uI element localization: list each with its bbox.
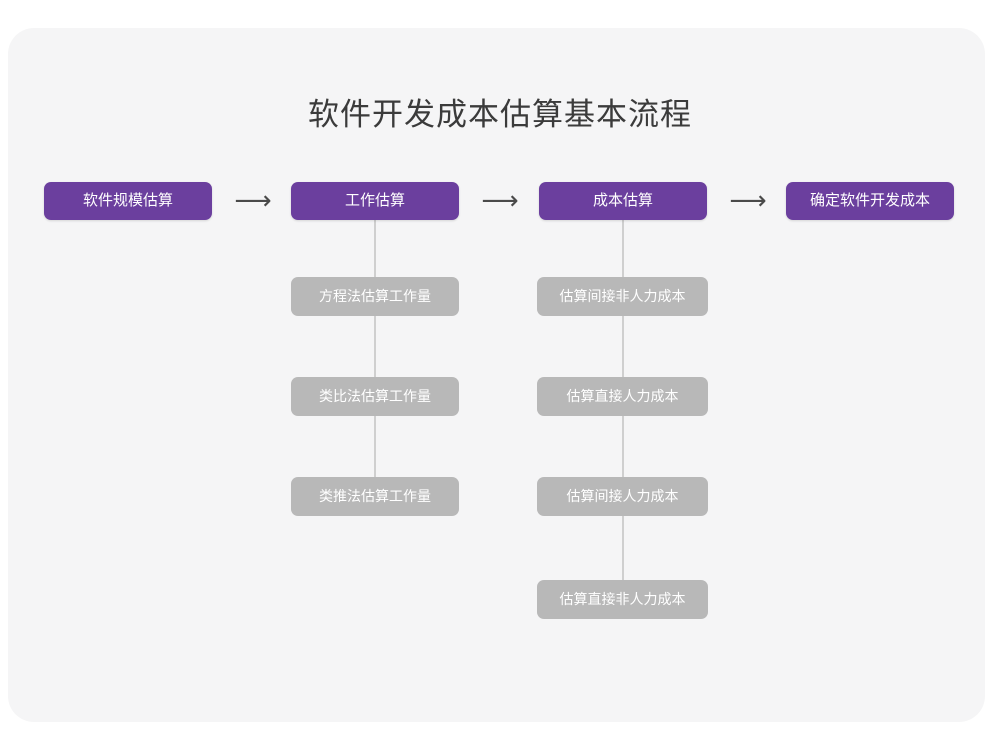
connector-line-work: [374, 220, 376, 498]
substep-box-effort-3[interactable]: 类推法估算工作量: [291, 477, 459, 516]
flow-arrow-1: ⟶: [234, 186, 272, 216]
stage-box-effort-estimation[interactable]: 工作估算: [291, 182, 459, 220]
stage-box-software-size-estimation[interactable]: 软件规模估算: [44, 182, 212, 220]
substep-box-cost-1[interactable]: 估算间接非人力成本: [537, 277, 708, 316]
flow-arrow-2: ⟶: [481, 186, 519, 216]
substep-box-cost-2[interactable]: 估算直接人力成本: [537, 377, 708, 416]
substep-box-cost-4[interactable]: 估算直接非人力成本: [537, 580, 708, 619]
stage-box-determine-development-cost[interactable]: 确定软件开发成本: [786, 182, 954, 220]
substep-box-cost-3[interactable]: 估算间接人力成本: [537, 477, 708, 516]
substep-box-effort-1[interactable]: 方程法估算工作量: [291, 277, 459, 316]
page-title: 软件开发成本估算基本流程: [308, 97, 692, 132]
diagram-card: [8, 28, 985, 722]
stage-box-cost-estimation[interactable]: 成本估算: [539, 182, 707, 220]
substep-box-effort-2[interactable]: 类比法估算工作量: [291, 377, 459, 416]
flow-arrow-3: ⟶: [729, 186, 767, 216]
